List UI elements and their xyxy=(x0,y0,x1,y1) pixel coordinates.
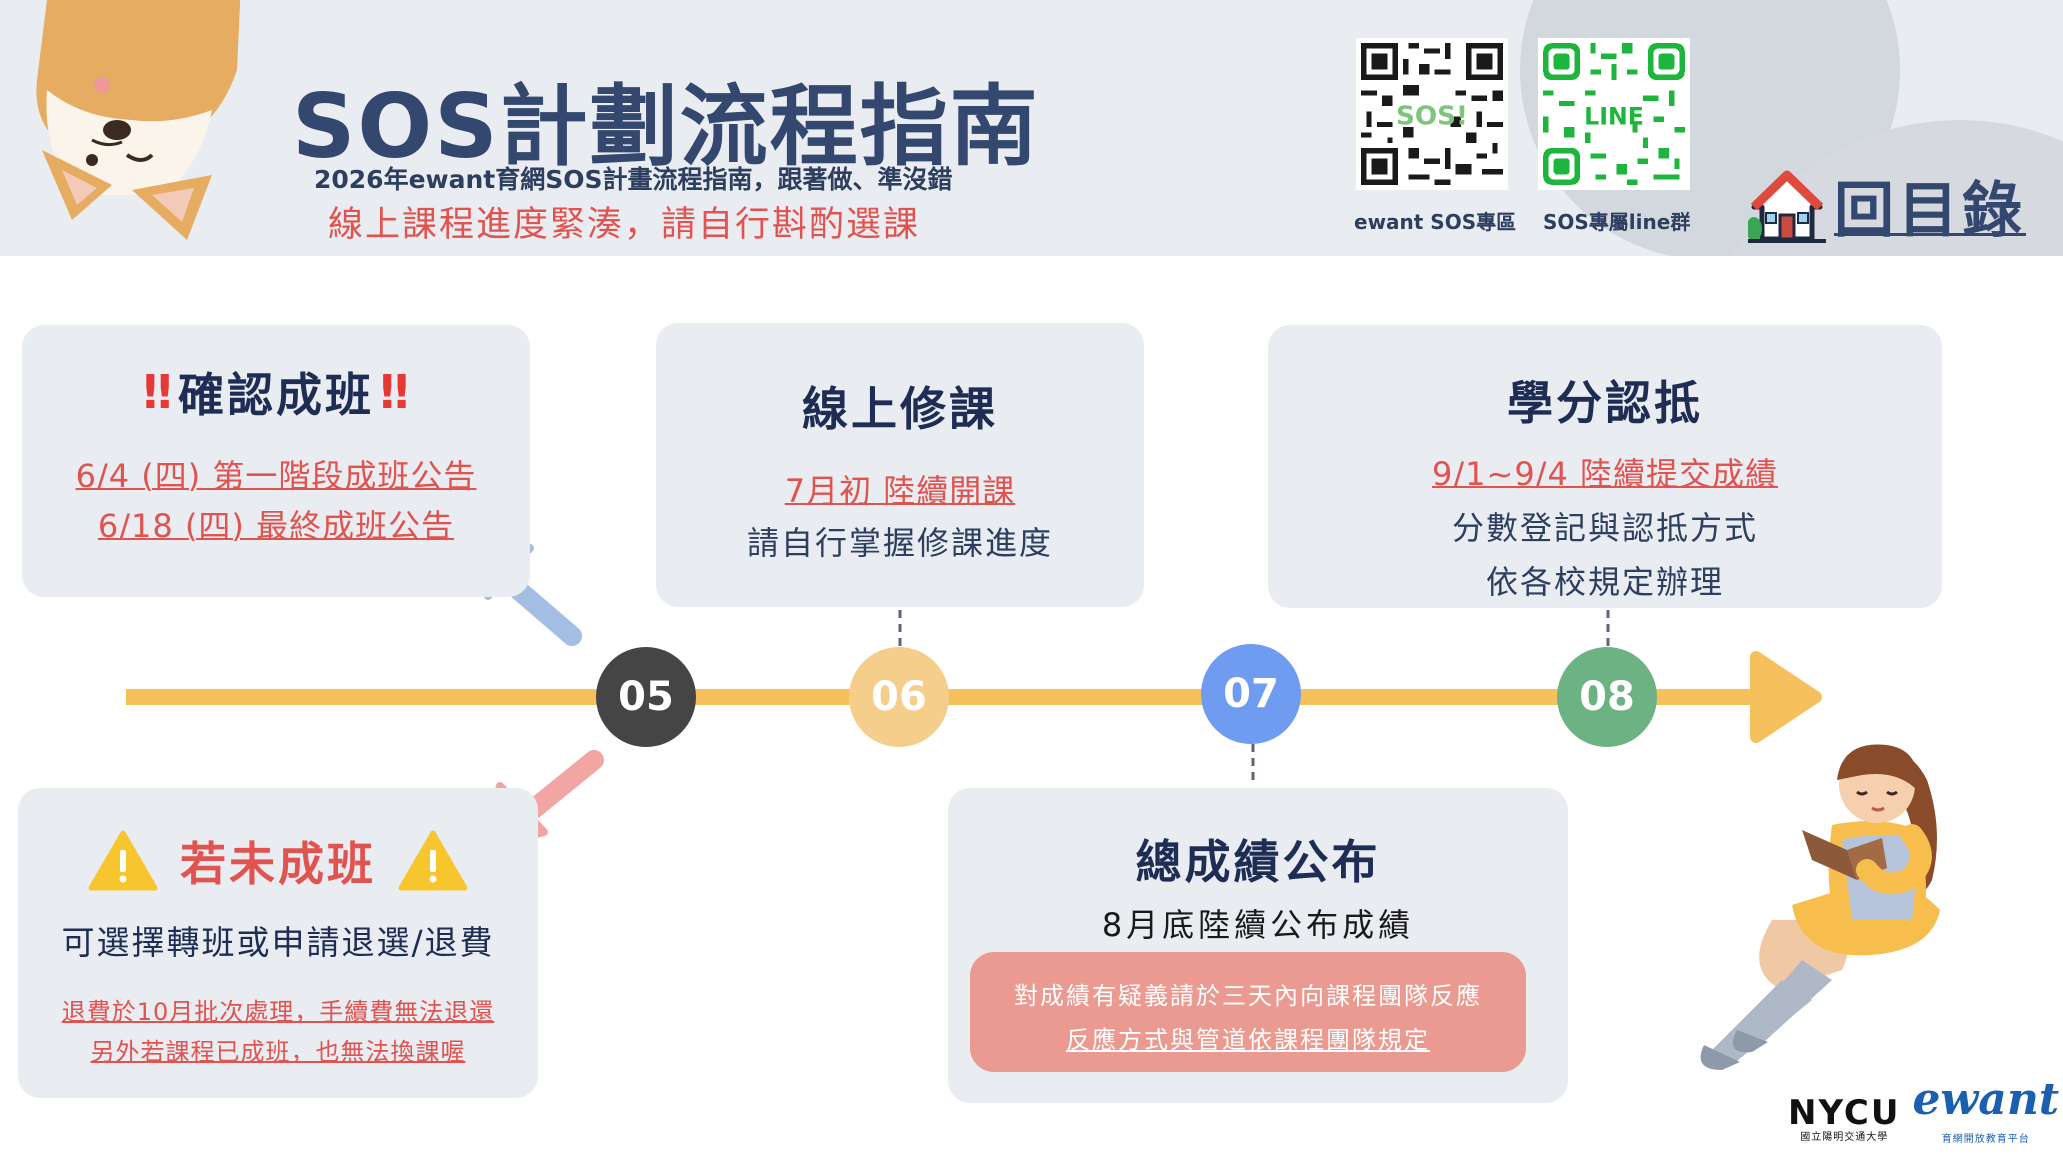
switch-note: 另外若課程已成班，也無法換課喔 xyxy=(90,1038,466,1066)
toc-label: 回目錄 xyxy=(1834,176,2026,246)
credit-note: 依各校規定辦理 xyxy=(1485,563,1724,601)
svg-text:SOS!: SOS! xyxy=(1396,101,1468,131)
qr-label-ewant: ewant SOS專區 xyxy=(1354,210,1517,234)
double-exclamation-icon: ‼ xyxy=(380,365,409,419)
card-title: 確認成班 xyxy=(178,368,374,422)
timeline-node-07: 07 xyxy=(1201,644,1301,744)
ewant-logo: ewant 育網開放教育平台 xyxy=(1912,1074,2060,1158)
card-title: 線上修課 xyxy=(802,382,998,436)
qr-code-line-group[interactable]: LINE xyxy=(1538,38,1690,190)
announce-link-first[interactable]: 6/4 (四) 第一階段成班公告 xyxy=(75,457,477,495)
announce-link-final[interactable]: 6/18 (四) 最終成班公告 xyxy=(97,507,455,545)
header-banner: SOS計劃流程指南 2026年ewant育網SOS計畫流程指南，跟著做、準沒錯 … xyxy=(0,0,2063,256)
warning-text: 線上課程進度緊湊，請自行斟酌選課 xyxy=(328,205,921,245)
double-exclamation-icon: ‼ xyxy=(143,365,172,419)
refund-note: 退費於10月批次處理，手續費無法退還 xyxy=(61,998,495,1026)
page-title: SOS計劃流程指南 xyxy=(292,75,1040,178)
timeline-arrowhead xyxy=(1750,651,1822,743)
appeal-text: 對成績有疑義請於三天內向課程團隊反應 xyxy=(1014,982,1482,1010)
card-confirm-class: ‼ 確認成班 ‼ 6/4 (四) 第一階段成班公告 6/18 (四) 最終成班公… xyxy=(22,325,530,597)
card-credit-transfer: 學分認抵 9/1~9/4 陸續提交成績 分數登記與認抵方式 依各校規定辦理 xyxy=(1268,325,1942,608)
appeal-channel-link[interactable]: 反應方式與管道依課程團隊規定 xyxy=(1066,1026,1430,1054)
card-title: 總成績公布 xyxy=(1135,835,1381,889)
nycu-subtitle: 國立陽明交通大學 xyxy=(1800,1131,1889,1143)
grade-release-text: 8月底陸續公布成績 xyxy=(1101,906,1415,944)
card-grade-release: 總成績公布 8月底陸續公布成績 對成績有疑義請於三天內向課程團隊反應 反應方式與… xyxy=(948,788,1568,1103)
card-online-course: 線上修課 7月初 陸續開課 請自行掌握修課進度 xyxy=(656,323,1144,607)
ewant-wordmark: ewant xyxy=(1912,1074,2060,1125)
warning-icon xyxy=(398,830,468,891)
card-class-not-formed: 若未成班 可選擇轉班或申請退選/退費 退費於10月批次處理，手續費無法退還 另外… xyxy=(18,788,538,1098)
timeline-node-05: 05 xyxy=(596,647,696,747)
timeline-node-08: 08 xyxy=(1557,647,1657,747)
qr-label-line: SOS專屬line群 xyxy=(1543,210,1691,234)
qr-code-icon: SOS! xyxy=(1356,38,1508,190)
svg-text:LINE: LINE xyxy=(1584,102,1644,130)
course-start-link[interactable]: 7月初 陸續開課 xyxy=(784,472,1016,510)
warning-icon xyxy=(88,830,158,891)
footer-logos: NYCU 國立陽明交通大學 ewant 育網開放教育平台 xyxy=(1788,1074,2060,1158)
back-to-toc-button[interactable]: 回目錄 xyxy=(1748,162,2026,249)
card-title: 若未成班 xyxy=(180,837,376,891)
credit-note: 分數登記與認抵方式 xyxy=(1451,509,1758,547)
corgi-illustration-icon xyxy=(36,0,241,240)
reading-girl-illustration-icon xyxy=(1700,744,1940,1070)
qr-code-icon: LINE xyxy=(1538,38,1690,190)
nycu-wordmark: NYCU xyxy=(1788,1092,1901,1133)
house-icon xyxy=(1748,170,1826,243)
options-text: 可選擇轉班或申請退選/退費 xyxy=(61,923,495,962)
page-subtitle: 2026年ewant育網SOS計畫流程指南，跟著做、準沒錯 xyxy=(314,165,953,194)
qr-code-ewant-sos[interactable]: SOS! xyxy=(1356,38,1508,190)
appeal-notice-box: 對成績有疑義請於三天內向課程團隊反應 反應方式與管道依課程團隊規定 xyxy=(970,952,1526,1072)
grade-submit-link[interactable]: 9/1~9/4 陸續提交成績 xyxy=(1432,455,1778,493)
course-note: 請自行掌握修課進度 xyxy=(746,524,1053,562)
card-title: 學分認抵 xyxy=(1507,376,1703,430)
ewant-subtitle: 育網開放教育平台 xyxy=(1941,1134,2030,1145)
nycu-logo: NYCU 國立陽明交通大學 xyxy=(1788,1092,1901,1143)
timeline-node-06: 06 xyxy=(849,647,949,747)
